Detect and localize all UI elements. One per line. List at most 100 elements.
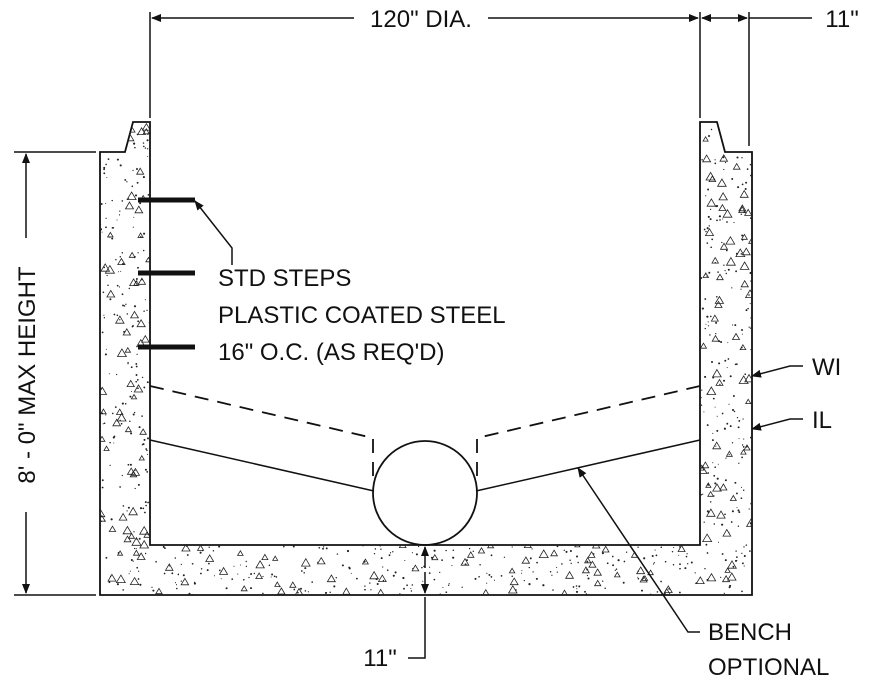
concrete-speckle — [346, 549, 350, 553]
concrete-speckle — [722, 218, 724, 220]
concrete-speckle — [556, 566, 558, 568]
concrete-speckle — [710, 128, 713, 131]
concrete-speckle — [732, 395, 735, 397]
concrete-speckle — [715, 378, 724, 386]
concrete-speckle — [586, 560, 589, 563]
concrete-speckle — [711, 334, 720, 342]
concrete-speckle — [101, 142, 104, 144]
concrete-speckle — [304, 590, 307, 592]
concrete-speckle — [274, 581, 281, 587]
concrete-speckle — [106, 177, 108, 179]
concrete-speckle — [126, 191, 137, 200]
bench-label-line-1: BENCH — [708, 619, 792, 646]
concrete-speckle — [702, 154, 712, 163]
concrete-speckle — [709, 501, 712, 503]
concrete-speckle — [719, 383, 721, 386]
concrete-speckle — [136, 319, 146, 328]
concrete-speckle — [136, 566, 139, 569]
concrete-speckle — [490, 554, 493, 557]
concrete-speckle — [382, 579, 385, 582]
concrete-speckle — [105, 163, 107, 166]
concrete-speckle — [355, 577, 358, 580]
concrete-speckle — [647, 569, 655, 576]
concrete-speckle — [140, 334, 150, 343]
concrete-speckle — [143, 145, 145, 148]
concrete-speckle — [404, 559, 406, 562]
concrete-speckle — [707, 321, 709, 323]
concrete-speckle — [740, 253, 743, 255]
concrete-speckle — [652, 563, 655, 565]
concrete-speckle — [741, 456, 744, 459]
concrete-speckle — [637, 577, 640, 580]
concrete-speckle — [701, 158, 703, 161]
concrete-speckle — [664, 560, 667, 563]
concrete-speckle — [741, 247, 751, 256]
concrete-speckle — [139, 583, 142, 586]
concrete-speckle — [132, 169, 134, 172]
concrete-speckle — [601, 552, 604, 555]
concrete-speckle — [611, 555, 614, 558]
concrete-speckle — [445, 591, 448, 594]
concrete-speckle — [134, 469, 136, 472]
concrete-speckle — [641, 589, 643, 592]
concrete-speckle — [750, 524, 752, 526]
concrete-speckle — [364, 588, 366, 591]
concrete-speckle — [705, 543, 708, 546]
concrete-speckle — [707, 511, 710, 514]
concrete-speckle — [725, 249, 728, 252]
concrete-speckle — [135, 365, 138, 368]
concrete-speckle — [123, 330, 126, 333]
concrete-speckle — [740, 279, 750, 288]
concrete-speckle — [133, 411, 136, 414]
concrete-speckle — [486, 572, 488, 574]
concrete-speckle — [118, 512, 128, 521]
concrete-speckle — [711, 256, 720, 264]
concrete-speckle — [181, 543, 191, 552]
concrete-speckle — [137, 232, 144, 238]
concrete-speckle — [208, 562, 210, 565]
concrete-speckle — [734, 324, 737, 327]
concrete-speckle — [462, 562, 464, 564]
concrete-speckle — [742, 446, 745, 448]
concrete-speckle — [493, 579, 496, 581]
concrete-speckle — [723, 592, 725, 594]
concrete-speckle — [727, 358, 730, 360]
concrete-speckle — [105, 217, 107, 220]
optional-bench-right-dashed — [476, 385, 701, 482]
concrete-speckle — [660, 546, 663, 549]
concrete-speckle — [124, 426, 133, 433]
concrete-speckle — [121, 252, 124, 254]
concrete-speckle — [748, 326, 750, 328]
concrete-speckle — [556, 571, 558, 573]
concrete-speckle — [335, 576, 338, 579]
concrete-speckle — [727, 560, 737, 569]
concrete-speckle — [100, 514, 106, 522]
concrete-speckle — [720, 576, 722, 579]
concrete-speckle — [707, 472, 710, 474]
concrete-speckle — [750, 349, 752, 351]
concrete-speckle — [142, 128, 150, 135]
concrete-speckle — [511, 546, 513, 548]
concrete-speckle — [292, 545, 295, 548]
concrete-speckle — [129, 463, 132, 466]
concrete-speckle — [741, 590, 743, 593]
concrete-speckle — [478, 576, 480, 578]
concrete-speckle — [180, 577, 190, 586]
concrete-speckle — [137, 570, 140, 572]
concrete-speckle — [515, 589, 517, 591]
concrete-speckle — [200, 568, 203, 570]
concrete-speckle — [233, 565, 235, 567]
concrete-speckle — [109, 464, 111, 467]
concrete-speckle — [109, 136, 111, 139]
concrete-speckle — [208, 546, 210, 548]
concrete-speckle — [136, 353, 138, 356]
concrete-speckle — [191, 562, 194, 565]
concrete-speckle — [342, 587, 351, 595]
concrete-speckle — [144, 501, 147, 504]
concrete-speckle — [710, 246, 713, 249]
concrete-speckle — [735, 270, 738, 273]
concrete-speckle — [712, 462, 714, 464]
concrete-speckle — [108, 373, 110, 375]
concrete-speckle — [729, 584, 732, 587]
concrete-speckle — [725, 139, 736, 148]
